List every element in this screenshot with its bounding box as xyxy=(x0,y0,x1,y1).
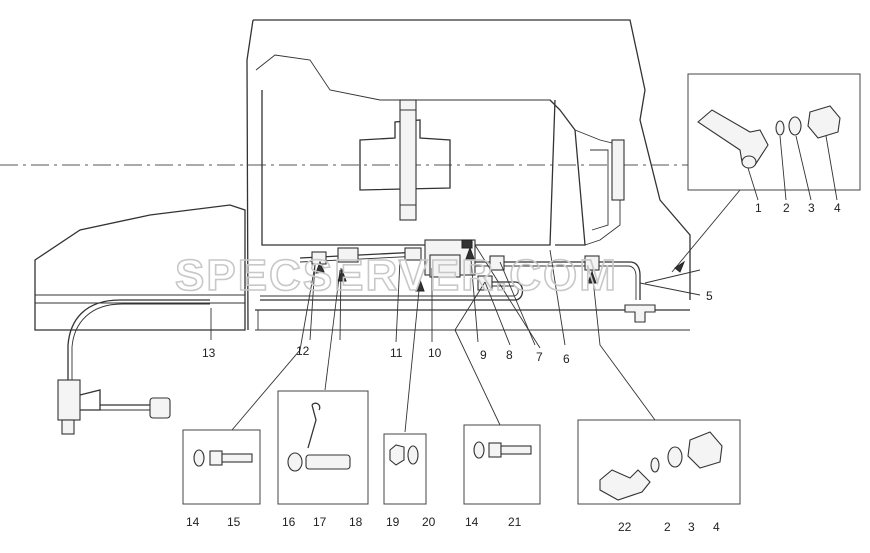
callout-19: 19 xyxy=(386,515,400,529)
arrow-head xyxy=(315,260,325,274)
callout-5: 5 xyxy=(706,289,713,303)
callout-20: 20 xyxy=(422,515,436,529)
callout-1: 1 xyxy=(755,201,762,215)
callout-14a: 14 xyxy=(186,515,200,529)
control-linkage xyxy=(57,299,210,435)
washer xyxy=(775,120,785,136)
callout-8: 8 xyxy=(506,348,513,362)
callout-4b: 4 xyxy=(713,520,720,534)
callout-12: 12 xyxy=(296,344,310,358)
callout-9: 9 xyxy=(480,348,487,362)
callout-2: 2 xyxy=(783,201,790,215)
callout-3: 3 xyxy=(808,201,815,215)
callout-10: 10 xyxy=(428,346,442,360)
arrow-head xyxy=(337,268,347,282)
leader-lines xyxy=(210,189,741,433)
callout-15: 15 xyxy=(227,515,241,529)
callout-13: 13 xyxy=(202,346,216,360)
nut xyxy=(807,105,841,139)
arrow-head xyxy=(415,278,425,292)
floor-frame xyxy=(255,309,690,331)
detail-box-pin-18 xyxy=(277,390,369,505)
callout-16: 16 xyxy=(282,515,296,529)
callout-22: 22 xyxy=(618,520,632,534)
detail-box-outlet: 1 2 3 4 xyxy=(687,73,861,215)
callout-14b: 14 xyxy=(465,515,479,529)
adapter-fitting xyxy=(599,469,651,501)
callout-17: 17 xyxy=(313,515,327,529)
callout-3b: 3 xyxy=(688,520,695,534)
detail-box-bolt-21 xyxy=(463,424,541,505)
callout-18: 18 xyxy=(349,515,363,529)
arrow-head xyxy=(674,260,686,273)
detail-box-bolt-15 xyxy=(182,429,261,505)
ring xyxy=(788,116,802,136)
detail-box-adapter-22 xyxy=(577,419,741,505)
callout-labels: 5 6 7 8 9 10 11 12 13 14 15 16 17 18 19 … xyxy=(186,289,720,534)
callout-21: 21 xyxy=(508,515,522,529)
callout-7: 7 xyxy=(536,350,543,364)
callout-11: 11 xyxy=(390,346,403,360)
callout-4: 4 xyxy=(834,201,841,215)
detail-box-nut-19 xyxy=(383,433,427,505)
arrow-head xyxy=(587,270,597,284)
callout-2b: 2 xyxy=(664,520,671,534)
gearbox-housing xyxy=(246,19,691,331)
elbow-fitting xyxy=(697,109,769,166)
watermark: SPECSERVER.COM xyxy=(175,251,618,300)
cab-floor xyxy=(34,204,246,331)
arrow-head xyxy=(465,246,475,260)
callout-6: 6 xyxy=(563,352,570,366)
